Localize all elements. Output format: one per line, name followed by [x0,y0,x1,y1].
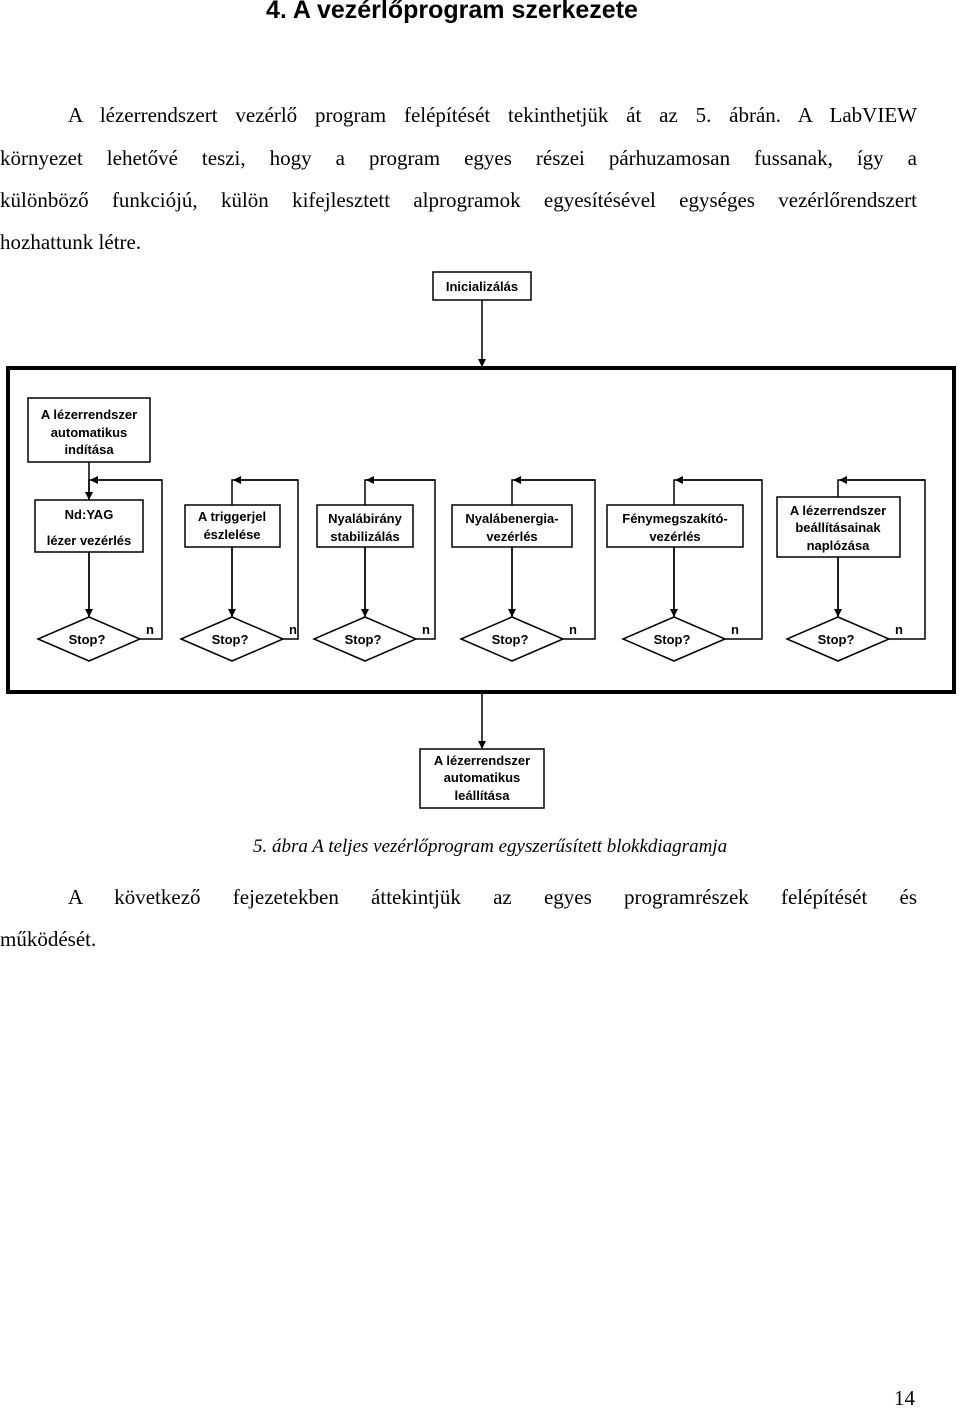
decision-diamond-5 [621,616,727,662]
loop-back-5 [673,479,762,617]
decision-diamond-1 [36,616,142,662]
module-2-label-line-1: A triggerjel [198,509,266,524]
outro-line-1: A következő fejezetekben áttekintjük az … [68,885,917,909]
no-loop-line-1 [90,476,163,640]
no-loop-line-5 [675,476,763,640]
module-3-label-line-2: stabilizálás [330,529,399,544]
no-loop-line-6 [839,476,926,640]
init-block [432,271,532,301]
start-label-line-2: automatikus [51,425,128,440]
intro-line-1: A lézerrendszert vezérlő program felépít… [68,103,917,127]
loop-back-2 [231,479,298,617]
module-4-label-line-1: Nyalábenergia- [465,511,558,526]
start-label-line-3: indítása [64,442,114,457]
decision-label-2: Stop? [212,632,249,647]
loop-back-3 [364,479,435,617]
decision-label-3: Stop? [345,632,382,647]
decision-diamond-4 [459,616,565,662]
page-number: 14 [894,1386,915,1410]
no-branch-label-5: n [731,622,739,637]
intro-line-4: hozhattunk létre. [0,230,142,254]
no-loop-line-2 [233,476,299,640]
no-loop-line-4 [513,476,596,640]
decision-diamond-2 [179,616,285,662]
decision-label-4: Stop? [492,632,529,647]
start-block [27,397,151,463]
module-3-label-line-1: Nyalábirány [328,511,402,526]
module-6-label-line-1: A lézerrendszer [790,503,886,518]
intro-line-2: környezet lehetővé teszi, hogy a program… [0,146,917,170]
end-block [419,748,545,809]
decision-label-5: Stop? [654,632,691,647]
module-block-1 [34,499,144,553]
module-5-label-line-1: Fénymegszakító- [622,511,727,526]
no-branch-label-3: n [422,622,430,637]
module-block-6 [776,496,901,558]
init-label: Inicializálás [446,279,518,294]
module-6-label-line-3: naplózása [807,538,871,553]
module-1-label-line-1: Nd:YAG [65,507,114,522]
end-label-line-1: A lézerrendszer [434,753,530,768]
outro-line-2: működését. [0,927,97,951]
start-label-line-1: A lézerrendszer [41,407,137,422]
end-label-line-2: automatikus [444,770,521,785]
decision-diamond-6 [785,616,891,662]
module-4-label-line-2: vezérlés [486,529,537,544]
end-label-line-3: leállítása [455,788,511,803]
module-block-5 [606,504,744,548]
module-1-label-line-2: lézer vezérlés [47,533,132,548]
figure-caption: 5. ábra A teljes vezérlőprogram egyszerű… [253,836,728,857]
loop-back-4 [511,479,595,617]
section-heading: 4. A vezérlőprogram szerkezete [266,0,638,24]
parallel-loop-frame [6,366,956,694]
intro-line-3: különböző funkciójú, külön kifejlesztett… [0,188,917,212]
no-branch-label-1: n [146,622,154,637]
decision-label-6: Stop? [818,632,855,647]
module-5-label-line-2: vezérlés [649,529,700,544]
module-6-label-line-2: beállításainak [795,520,881,535]
module-2-label-line-2: észlelése [203,527,260,542]
decision-diamond-3 [312,616,418,662]
no-branch-label-2: n [289,622,297,637]
no-loop-line-3 [366,476,436,640]
decision-label-1: Stop? [69,632,106,647]
no-branch-label-6: n [895,622,903,637]
no-branch-label-4: n [569,622,577,637]
block-diagram: Inicializálás A lézerrendszer automatiku… [6,271,956,809]
